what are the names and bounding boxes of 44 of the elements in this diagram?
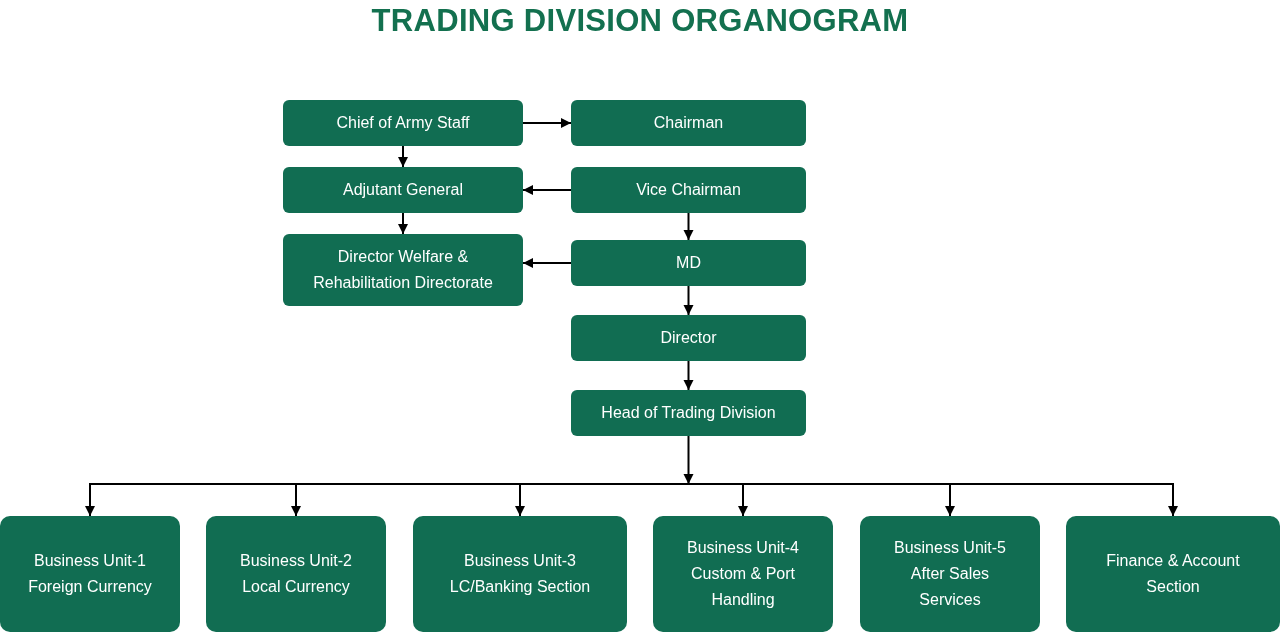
diagram-title: TRADING DIVISION ORGANOGRAM	[370, 2, 910, 40]
box-label: Head of Trading Division	[601, 403, 776, 423]
box-label: Chief of Army Staff	[336, 113, 470, 133]
box-heading: Business Unit-1	[33, 551, 146, 571]
unit-box	[206, 516, 386, 632]
position-box	[571, 100, 806, 146]
box-label: Vice Chairman	[636, 180, 741, 200]
unit-box	[860, 516, 1040, 632]
box-subtitle: After Sales Services	[909, 564, 991, 610]
box-heading: Business Unit-4	[686, 538, 799, 558]
arrow	[522, 258, 572, 268]
box-heading: Business Unit-5	[893, 538, 1006, 558]
arrow	[398, 145, 408, 168]
unit-box	[1066, 516, 1280, 632]
unit-box	[653, 516, 833, 632]
arrow	[522, 118, 572, 128]
box-label: Director Welfare & Rehabilitation Directorate	[312, 247, 494, 293]
box-label: Director	[660, 328, 717, 348]
position-box	[283, 234, 523, 306]
position-box	[571, 315, 806, 361]
box-subtitle: Local Currency	[242, 577, 350, 597]
position-box	[571, 240, 806, 286]
arrow	[683, 212, 694, 241]
box-heading: Business Unit-2	[239, 551, 352, 571]
arrow	[683, 435, 694, 485]
arrow	[522, 185, 572, 195]
unit-box	[413, 516, 627, 632]
arrow	[683, 285, 694, 316]
box-label: Finance & Account Section	[1105, 551, 1241, 597]
box-subtitle: Foreign Currency	[28, 577, 152, 597]
position-box	[571, 390, 806, 436]
box-subtitle: Custom & Port Handling	[690, 564, 796, 610]
unit-box	[0, 516, 180, 632]
box-subtitle: LC/Banking Section	[449, 577, 591, 597]
position-box	[283, 167, 523, 213]
arrow	[515, 483, 690, 517]
box-label: Adjutant General	[342, 180, 464, 200]
box-label: MD	[676, 253, 701, 273]
position-box	[283, 100, 523, 146]
box-label: Chairman	[653, 113, 724, 133]
arrow	[398, 212, 408, 235]
position-box	[571, 167, 806, 213]
arrow	[683, 360, 694, 391]
box-heading: Business Unit-3	[463, 551, 576, 571]
